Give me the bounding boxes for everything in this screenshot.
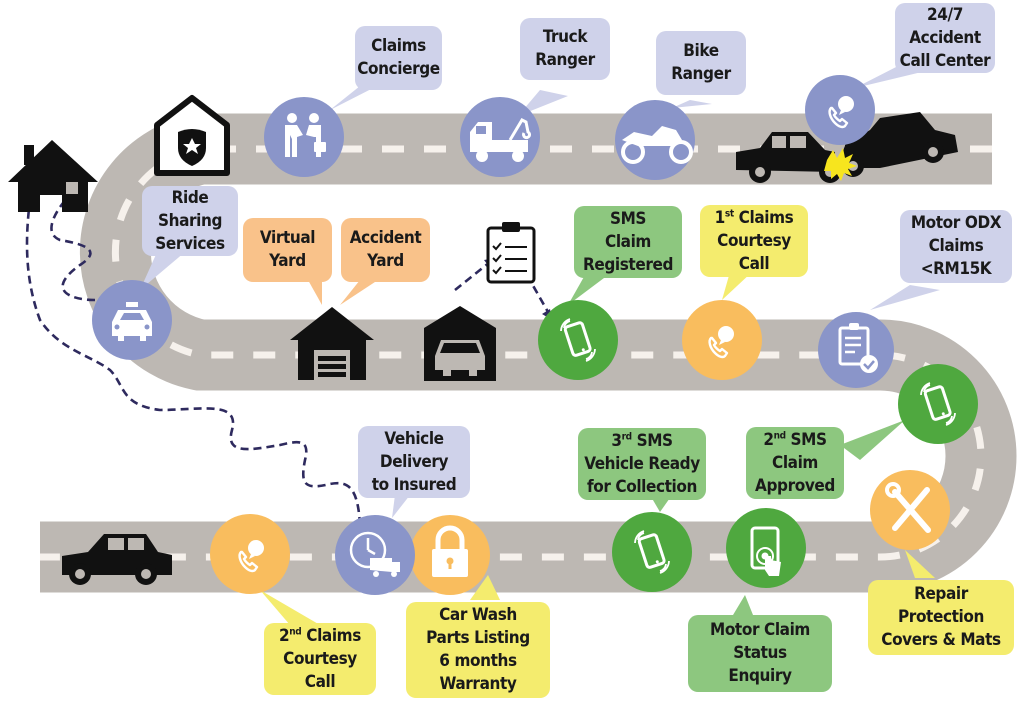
bubble-claims-concierge: Claims Concierge	[355, 26, 442, 90]
stop-sms-registered-circle[interactable]	[538, 300, 618, 380]
bubble-ride-sharing: Ride Sharing Services	[142, 186, 238, 256]
stop-first-courtesy-circle[interactable]	[682, 300, 762, 380]
stop-claims-concierge-circle[interactable]	[264, 97, 344, 177]
motorcycle-icon	[621, 126, 693, 164]
clipboard-checklist-icon	[486, 222, 536, 284]
bubble-sms-approved: 2nd SMS Claim Approved	[746, 427, 844, 499]
stop-status-enquiry-circle[interactable]	[726, 508, 806, 588]
bubble-car-wash: Car Wash Parts Listing 6 months Warranty	[406, 602, 550, 698]
bubble-motor-odx: Motor ODX Claims <RM15K	[900, 210, 1012, 283]
garage-icon	[290, 307, 374, 380]
stop-call-center-circle[interactable]	[805, 75, 875, 145]
stop-ride-sharing-circle[interactable]	[92, 280, 172, 360]
padlock-icon	[432, 525, 468, 577]
car-garage-icon	[424, 306, 496, 381]
stop-repair-protection-circle[interactable]	[870, 470, 950, 550]
bubble-virtual-yard: Virtual Yard	[243, 218, 332, 282]
stop-truck-ranger-circle[interactable]	[460, 97, 540, 177]
bubble-vehicle-delivery: Vehicle Delivery to Insured	[358, 426, 470, 498]
clock-delivery-icon	[349, 531, 400, 577]
taxi-icon	[112, 302, 152, 341]
car-icon	[62, 534, 172, 585]
clipboard-check-icon	[838, 323, 878, 373]
stop-car-wash-circle[interactable]	[410, 515, 490, 595]
tools-icon	[885, 482, 931, 533]
stop-motor-odx-circle[interactable]	[818, 312, 894, 388]
stop-sms-ready-circle[interactable]	[612, 512, 692, 592]
bubble-tails	[140, 65, 940, 625]
bubble-second-courtesy: 2nd Claims Courtesy Call	[264, 623, 376, 695]
car-crash-icon	[736, 112, 958, 183]
stop-bike-ranger-circle[interactable]	[615, 100, 695, 180]
police-station-icon	[154, 95, 230, 176]
bubble-first-courtesy: 1st Claims Courtesy Call	[700, 205, 808, 277]
bubble-sms-ready: 3rd SMS Vehicle Ready for Collection	[578, 428, 706, 500]
bubble-sms-registered: SMS Claim Registered	[574, 206, 682, 278]
stop-second-courtesy-circle[interactable]	[210, 514, 290, 594]
bubble-truck-ranger: Truck Ranger	[520, 18, 610, 80]
tow-truck-icon	[470, 118, 531, 162]
handshake-icon	[285, 113, 326, 157]
bubble-accident-yard: Accident Yard	[341, 218, 430, 282]
bubble-status-enquiry: Motor Claim Status Enquiry	[688, 615, 832, 692]
tablet-touch-icon	[750, 526, 781, 576]
stop-vehicle-delivery-circle[interactable]	[335, 515, 415, 595]
bubble-bike-ranger: Bike Ranger	[656, 31, 746, 95]
stop-sms-approved-circle[interactable]	[898, 364, 978, 444]
bubble-call-center: 24/7 Accident Call Center	[895, 3, 995, 73]
house-icon	[8, 140, 98, 212]
bubble-repair-protection: Repair Protection Covers & Mats	[868, 580, 1014, 655]
